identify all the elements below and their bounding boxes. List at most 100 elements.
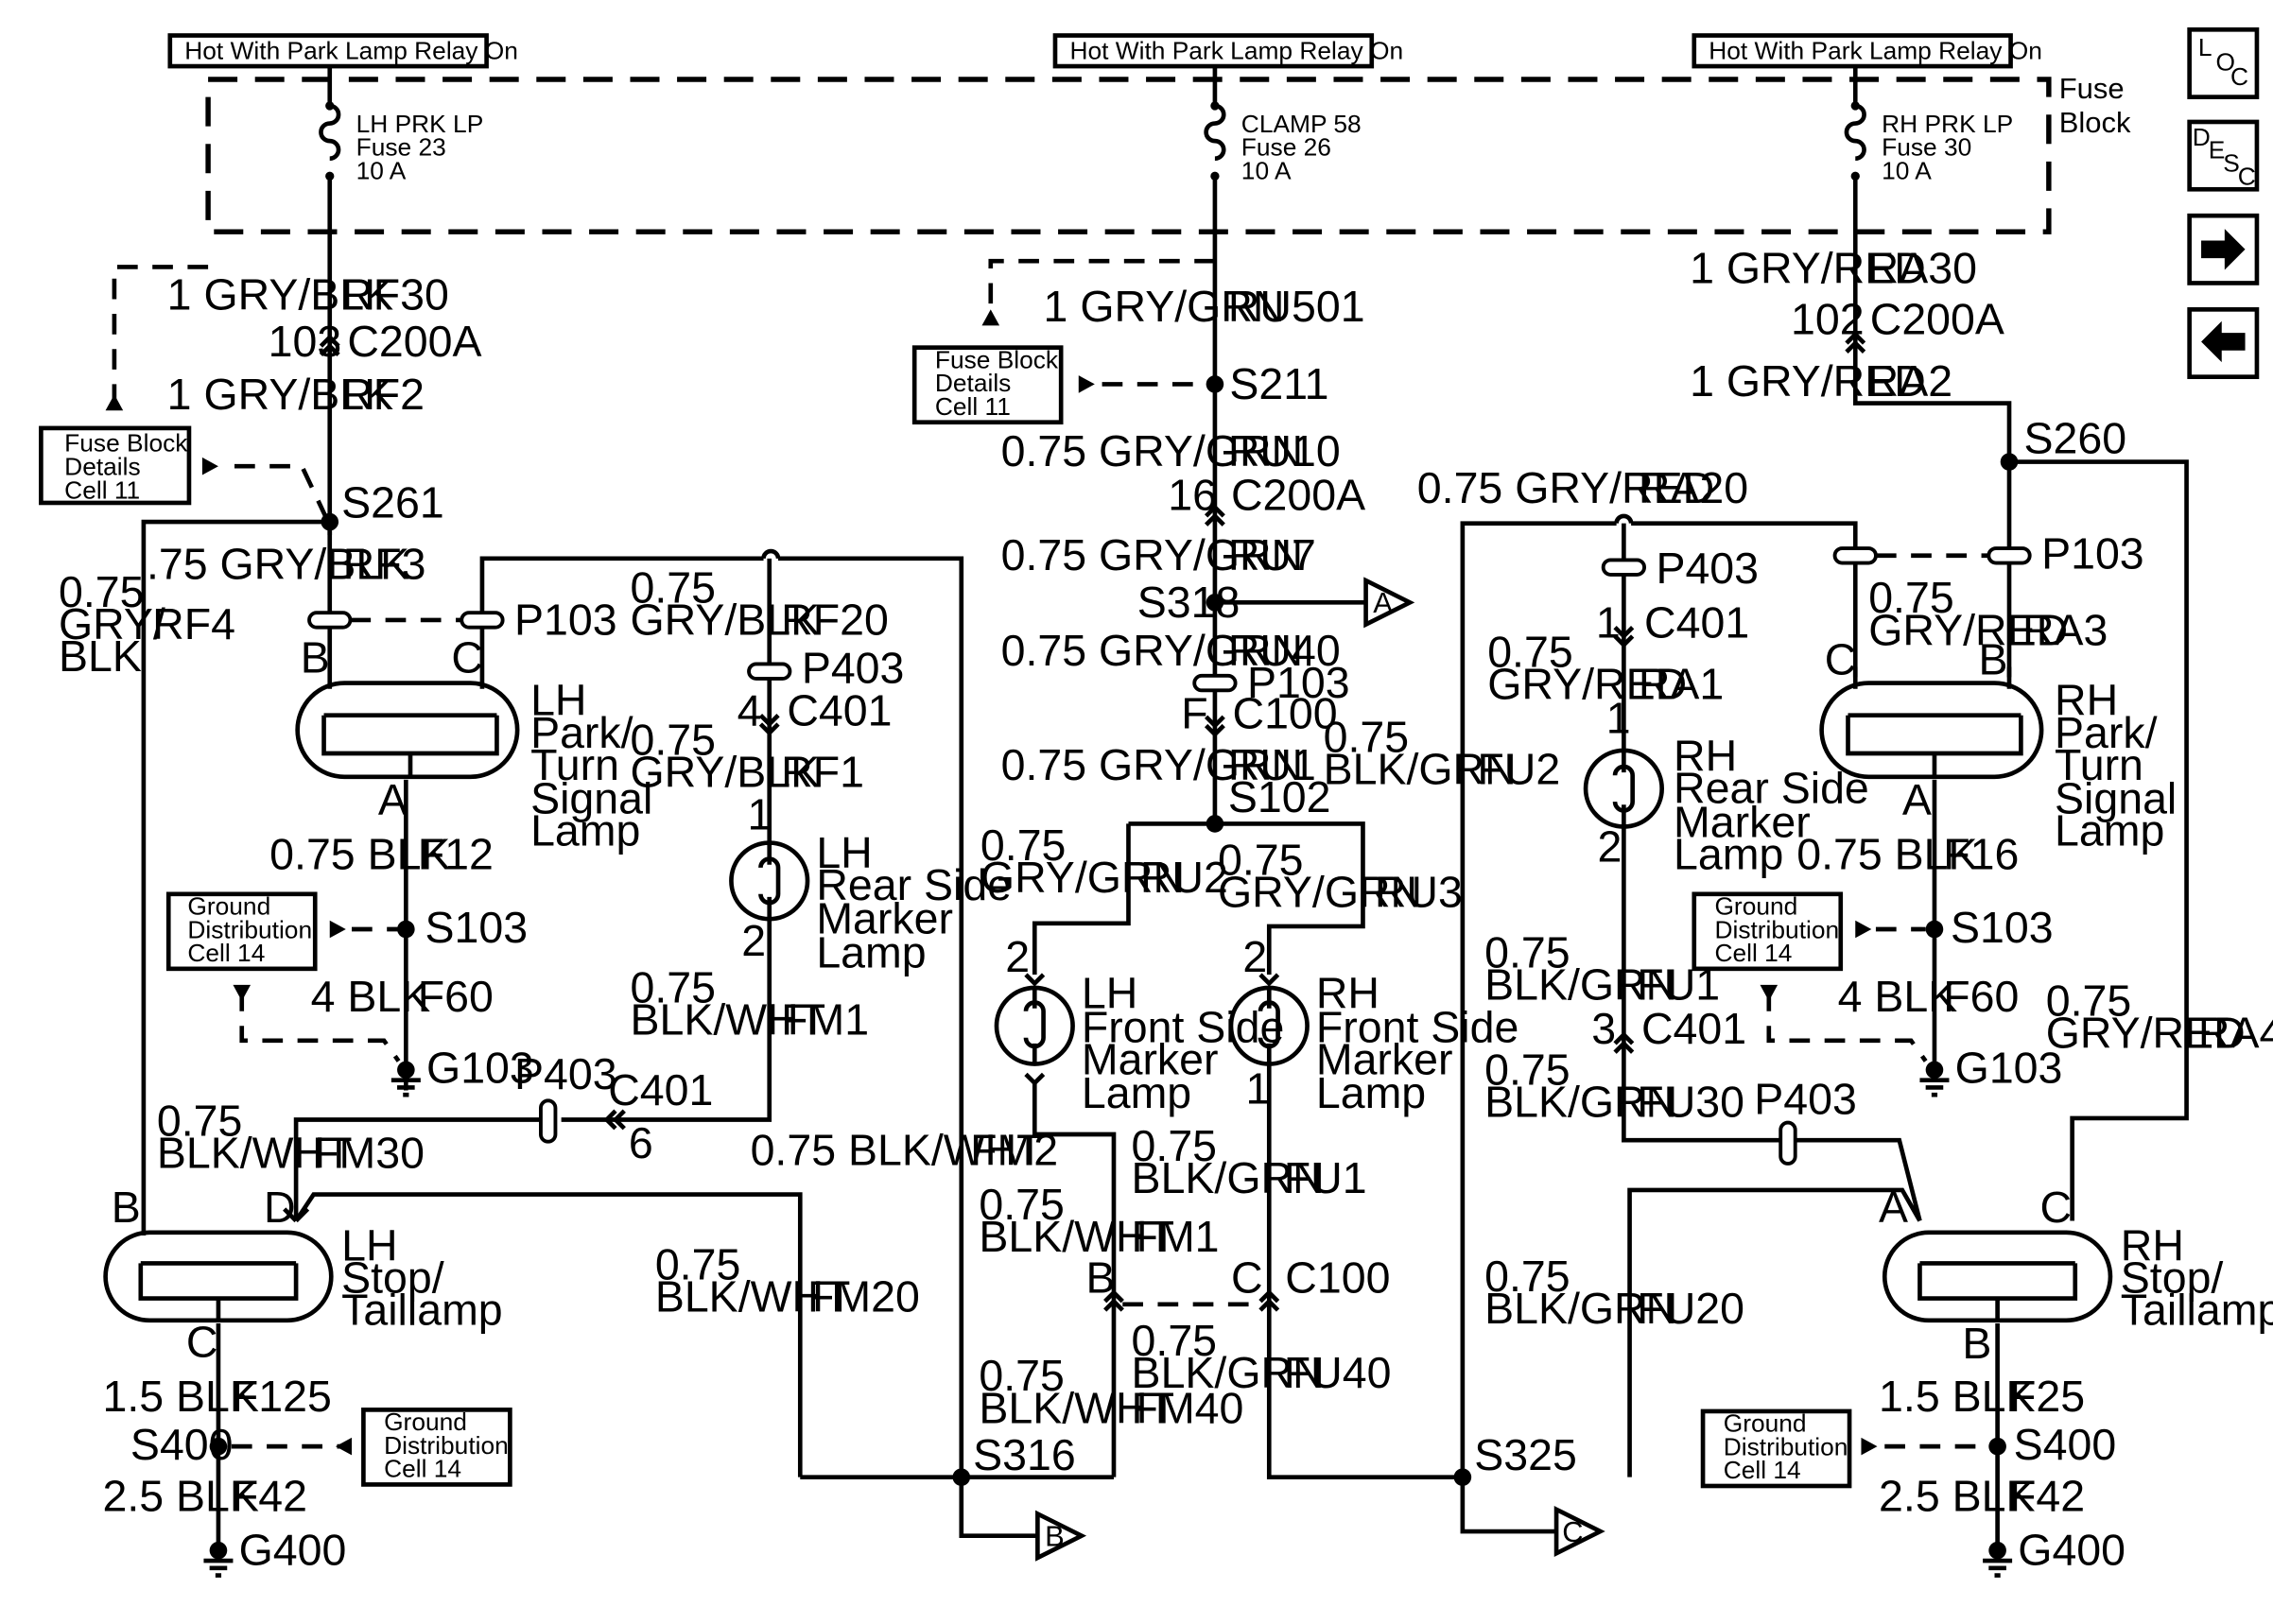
relay-box-rh [1692, 33, 2013, 69]
diagram-label: Cell 14 [384, 1455, 461, 1483]
wire-segment [1601, 558, 1647, 577]
wire-color: 1 GRY/RED [1690, 356, 1926, 406]
diagram-label: 0.75 [1484, 1045, 1570, 1094]
loc-button[interactable]: L O C [2187, 26, 2260, 99]
ground-distribution-ref[interactable] [1692, 891, 1844, 972]
relay-label: Hot With Park Lamp Relay On [1069, 36, 1403, 64]
circuit-id: FM1 [1132, 1212, 1220, 1261]
fuse-block-details-ref[interactable] [911, 345, 1064, 425]
wire-segment [1987, 546, 2032, 565]
diagram-label: 0.75 [2046, 976, 2131, 1025]
diagram-label: Distribution [384, 1431, 509, 1460]
wire-segment [319, 66, 341, 536]
wire-segment [397, 1061, 415, 1080]
circuit-id: FM30 [312, 1129, 425, 1178]
diagram-label: Stop/ [2121, 1253, 2224, 1302]
circuit-id: RA30 [1867, 243, 1977, 292]
diagram-label: S103 [425, 903, 528, 952]
wire-segment [1612, 750, 1635, 827]
relay-label: Hot With Park Lamp Relay On [1709, 36, 2042, 64]
desc-button[interactable]: D E S C [2187, 119, 2260, 192]
diagram-label: 0.75 [1484, 1252, 1570, 1301]
fuse-block-details-ref[interactable] [39, 425, 192, 506]
diagram-label: P103 [2041, 529, 2144, 579]
circuit-id: RU3 [1375, 868, 1463, 917]
diagram-label: G103 [1955, 1044, 2063, 1093]
diagram-label: RH [2121, 1220, 2184, 1270]
wire-segment [1210, 171, 1220, 181]
wire-segment [1845, 331, 1866, 354]
diagram-label: Stop/ [341, 1253, 444, 1302]
next-page-button[interactable] [2187, 213, 2260, 285]
fuse-label: CLAMP 58 [1241, 110, 1362, 138]
wire-color: 0.75 GRY/RED [1417, 463, 1714, 512]
diagram-label: 2 [1597, 822, 1622, 872]
wire-segment [1844, 66, 2012, 462]
diagram-label: G103 [426, 1044, 534, 1093]
wire-segment [321, 713, 499, 777]
diagram-label: 4 [737, 686, 762, 735]
diagram-label: S102 [1228, 772, 1331, 821]
diagram-label: Distribution [1714, 915, 1839, 943]
diagram-label: RH [1674, 732, 1737, 781]
wire-segment [1613, 626, 1635, 648]
wire-segment [2187, 26, 2260, 99]
diagram-label: 0.75 [980, 821, 1066, 870]
diagram-label: F [1181, 689, 1207, 738]
fuse-rh: RH PRK LP Fuse 30 10 A [1844, 66, 2013, 462]
wire-segment [1103, 1289, 1280, 1312]
fuse-label: Fuse 26 [1241, 133, 1331, 162]
diagram-label: S103 [1951, 903, 2054, 952]
wire-segment [1204, 715, 1225, 738]
wire-segment [1204, 504, 1225, 527]
wire-segment [1553, 1506, 1605, 1558]
wire-segment [1192, 673, 1238, 693]
diagram-label: 6 [629, 1118, 653, 1167]
ground-distribution-ref[interactable] [361, 1408, 512, 1487]
wire-segment [1460, 521, 1858, 1477]
wire-segment [1032, 823, 1131, 976]
prev-page-button[interactable] [2187, 307, 2260, 379]
off-page-ref-a: A [1373, 586, 1393, 619]
circuit-id: FM40 [1132, 1383, 1244, 1432]
diagram-label: O [2216, 48, 2235, 77]
circuit-id: F125 [232, 1372, 332, 1421]
wire-segment [1983, 1558, 2013, 1578]
diagram-label: C100 [1285, 1253, 1390, 1302]
wire-segment [758, 842, 781, 920]
splice-s400 [1988, 1437, 2006, 1456]
diagram-label: 0.75 [1324, 712, 1409, 761]
diagram-label: B [1978, 634, 2007, 683]
wire-segment [1882, 1230, 2113, 1323]
diagram-label: Rear Side [816, 860, 1012, 909]
wire-segment [1128, 821, 1365, 976]
diagram-label: LH [816, 828, 872, 877]
diagram-label: B [301, 633, 330, 682]
diagram-label: C [186, 1318, 218, 1367]
diagram-label: C401 [608, 1065, 713, 1114]
relay-label: Hot With Park Lamp Relay On [184, 36, 518, 64]
ground-g400 [203, 1541, 234, 1578]
wire-segment [988, 258, 1215, 311]
circuit-id: RU10 [1228, 426, 1341, 475]
diagram-label: BLK/GRN [1484, 959, 1677, 1009]
circuit-id: RU501 [1228, 282, 1365, 331]
diagram-label: 0.75 [157, 1097, 242, 1146]
wire-segment [1760, 984, 1778, 1001]
wire-segment [1988, 1541, 2006, 1560]
wire-color: 4 BLK [311, 972, 431, 1021]
diagram-label: Ground [1724, 1409, 1807, 1438]
wire-segment [201, 457, 218, 475]
wire-color: 0.75 GRY/GRN [1001, 626, 1303, 675]
diagram-label: P403 [1656, 544, 1759, 593]
diagram-label: Lamp [530, 806, 640, 855]
wire-segment [325, 101, 335, 111]
diagram-label: S400 [2014, 1420, 2117, 1469]
diagram-label: P103 [514, 595, 617, 644]
diagram-label: Park/ [530, 708, 633, 757]
diagram-label: B [1962, 1319, 1991, 1368]
wire-segment [1078, 375, 1095, 393]
ground-distribution-ref[interactable] [165, 891, 318, 972]
ground-distribution-ref[interactable] [1700, 1408, 1852, 1489]
diagram-label: Details [64, 453, 140, 481]
